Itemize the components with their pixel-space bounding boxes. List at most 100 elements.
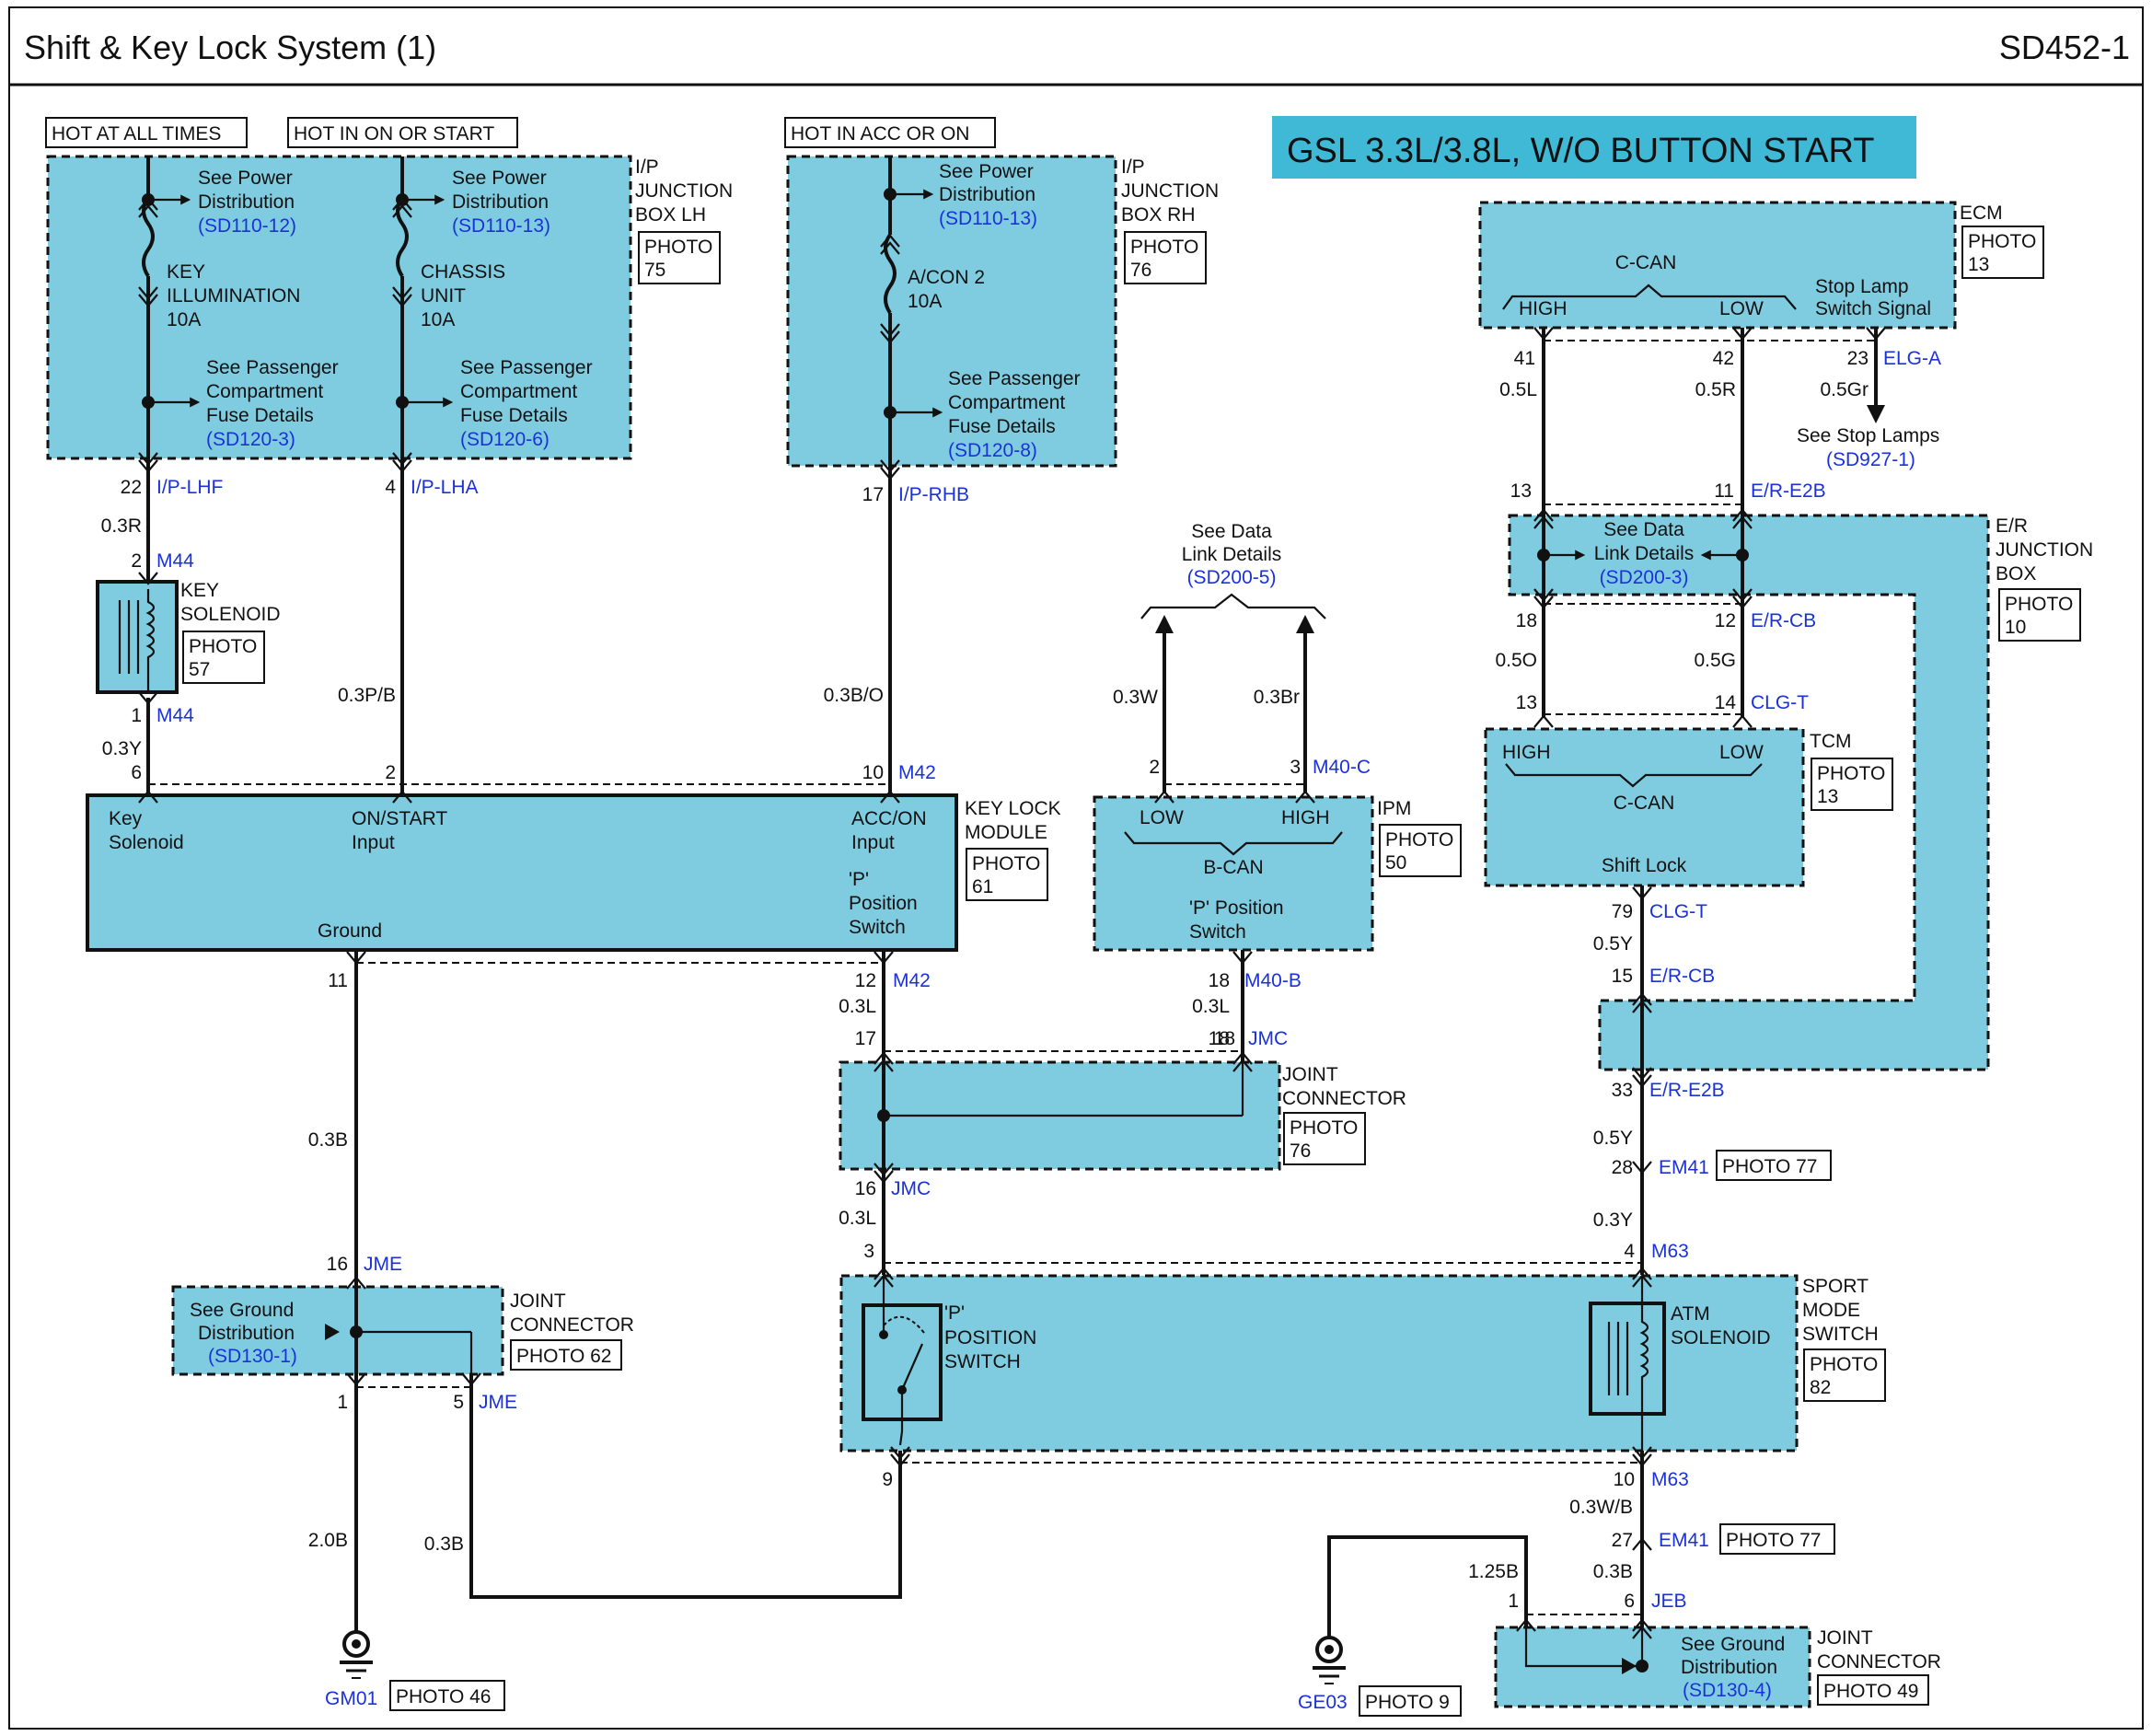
svg-text:HIGH: HIGH — [1519, 298, 1568, 319]
svg-text:JEB: JEB — [1651, 1591, 1687, 1612]
svg-text:KEY: KEY — [167, 261, 205, 283]
svg-text:1: 1 — [131, 705, 142, 726]
svg-text:12: 12 — [855, 970, 876, 991]
svg-text:Fuse Details: Fuse Details — [948, 416, 1056, 437]
svg-text:16: 16 — [855, 1178, 876, 1199]
svg-text:0.3B/O: 0.3B/O — [824, 685, 884, 706]
svg-text:82: 82 — [1810, 1377, 1831, 1398]
svg-text:PHOTO 49: PHOTO 49 — [1823, 1681, 1918, 1702]
svg-text:LOW: LOW — [1140, 807, 1184, 828]
svg-text:18: 18 — [1209, 1028, 1230, 1049]
svg-text:CONNECTOR: CONNECTOR — [1282, 1088, 1406, 1109]
svg-text:'P': 'P' — [944, 1302, 965, 1324]
svg-text:JME: JME — [479, 1392, 517, 1413]
svg-text:Fuse Details: Fuse Details — [460, 405, 568, 426]
svg-text:'P': 'P' — [849, 869, 869, 890]
svg-text:42: 42 — [1713, 348, 1734, 369]
svg-text:57: 57 — [189, 659, 210, 680]
svg-text:C-CAN: C-CAN — [1614, 793, 1675, 814]
svg-text:Compartment: Compartment — [206, 381, 323, 402]
svg-text:Compartment: Compartment — [460, 381, 577, 402]
svg-text:M42: M42 — [893, 970, 931, 991]
svg-text:JOINT: JOINT — [1282, 1064, 1338, 1085]
svg-text:CLG-T: CLG-T — [1751, 692, 1809, 713]
svg-text:1: 1 — [1508, 1591, 1519, 1612]
svg-text:Input: Input — [352, 832, 395, 853]
svg-text:Distribution: Distribution — [1681, 1657, 1777, 1678]
svg-text:Switch Signal: Switch Signal — [1815, 298, 1931, 319]
svg-text:ELG-A: ELG-A — [1883, 348, 1941, 369]
svg-text:76: 76 — [1290, 1140, 1311, 1162]
svg-text:E/R-CB: E/R-CB — [1649, 966, 1715, 987]
svg-text:See Power: See Power — [198, 168, 293, 189]
pin-numbers: 22 4 17 2 1 6 2 10 11 12 17 18 16 16 1 5… — [121, 348, 1869, 1612]
svg-text:0.5R: 0.5R — [1695, 379, 1736, 400]
svg-text:2: 2 — [1149, 757, 1160, 778]
svg-text:13: 13 — [1516, 692, 1537, 713]
svg-text:2.0B: 2.0B — [308, 1530, 348, 1551]
svg-text:0.3L: 0.3L — [839, 1208, 876, 1229]
svg-text:M42: M42 — [898, 762, 936, 783]
svg-text:See Passenger: See Passenger — [460, 357, 593, 378]
svg-text:See Power: See Power — [939, 161, 1034, 182]
svg-text:EM41: EM41 — [1659, 1157, 1709, 1178]
svg-text:SWITCH: SWITCH — [1802, 1324, 1879, 1345]
svg-text:HIGH: HIGH — [1502, 742, 1551, 763]
svg-text:PHOTO: PHOTO — [1385, 829, 1453, 851]
svg-text:23: 23 — [1847, 348, 1869, 369]
svg-text:0.3B: 0.3B — [424, 1533, 464, 1555]
connector-labels: I/P-LHF I/P-LHA I/P-RHB M44 M44 M42 M42 … — [156, 348, 1941, 1612]
svg-text:PHOTO: PHOTO — [644, 237, 712, 258]
svg-text:0.5G: 0.5G — [1694, 650, 1736, 671]
svg-text:PHOTO: PHOTO — [189, 636, 257, 657]
svg-text:PHOTO: PHOTO — [1810, 1354, 1878, 1375]
svg-text:SOLENOID: SOLENOID — [1671, 1327, 1771, 1348]
svg-text:PHOTO: PHOTO — [1290, 1117, 1358, 1139]
svg-text:M40-C: M40-C — [1313, 757, 1371, 778]
svg-text:Distribution: Distribution — [198, 1323, 295, 1344]
svg-text:See Ground: See Ground — [190, 1300, 294, 1321]
svg-text:PHOTO 62: PHOTO 62 — [516, 1346, 611, 1367]
svg-text:PHOTO: PHOTO — [1130, 237, 1198, 258]
svg-text:(SD200-5): (SD200-5) — [1187, 567, 1277, 588]
svg-text:3: 3 — [863, 1241, 874, 1262]
svg-text:JMC: JMC — [1248, 1028, 1288, 1049]
svg-text:Switch: Switch — [849, 917, 906, 938]
svg-text:10A: 10A — [908, 291, 942, 312]
svg-text:GE03: GE03 — [1298, 1692, 1348, 1713]
svg-text:KEY: KEY — [180, 580, 219, 601]
svg-text:22: 22 — [121, 477, 142, 498]
svg-text:LOW: LOW — [1719, 742, 1764, 763]
svg-text:11: 11 — [328, 970, 348, 991]
ip-junction-box-lh-label: I/P JUNCTION BOX LH PHOTO 75 — [635, 156, 733, 284]
svg-text:0.3B: 0.3B — [1593, 1561, 1633, 1582]
svg-text:I/P: I/P — [1121, 156, 1145, 178]
svg-text:10A: 10A — [167, 309, 201, 330]
svg-text:B-CAN: B-CAN — [1203, 857, 1263, 878]
svg-text:See Stop Lamps: See Stop Lamps — [1797, 425, 1939, 446]
svg-text:0.5L: 0.5L — [1499, 379, 1537, 400]
joint-connector-jme — [171, 1285, 504, 1376]
svg-text:(SD110-13): (SD110-13) — [939, 208, 1037, 229]
svg-text:28: 28 — [1612, 1157, 1633, 1178]
svg-text:See Passenger: See Passenger — [948, 368, 1081, 389]
svg-text:HIGH: HIGH — [1281, 807, 1330, 828]
svg-text:IPM: IPM — [1377, 798, 1411, 819]
svg-text:5: 5 — [453, 1392, 464, 1413]
svg-text:10A: 10A — [421, 309, 455, 330]
svg-text:ATM: ATM — [1671, 1303, 1710, 1325]
svg-text:4: 4 — [1624, 1241, 1635, 1262]
svg-text:76: 76 — [1130, 260, 1151, 281]
svg-text:12: 12 — [1715, 610, 1736, 631]
svg-text:(SD200-3): (SD200-3) — [1600, 567, 1689, 588]
svg-text:27: 27 — [1612, 1530, 1633, 1551]
svg-text:SOLENOID: SOLENOID — [180, 604, 281, 625]
svg-text:ECM: ECM — [1960, 203, 2003, 224]
svg-text:TCM: TCM — [1810, 731, 1852, 752]
svg-text:See Ground: See Ground — [1681, 1634, 1785, 1655]
svg-text:(SD110-12): (SD110-12) — [198, 215, 296, 237]
svg-text:JOINT: JOINT — [510, 1290, 566, 1312]
svg-text:CLG-T: CLG-T — [1649, 901, 1707, 922]
svg-text:18: 18 — [1516, 610, 1537, 631]
svg-text:JME: JME — [364, 1254, 402, 1275]
